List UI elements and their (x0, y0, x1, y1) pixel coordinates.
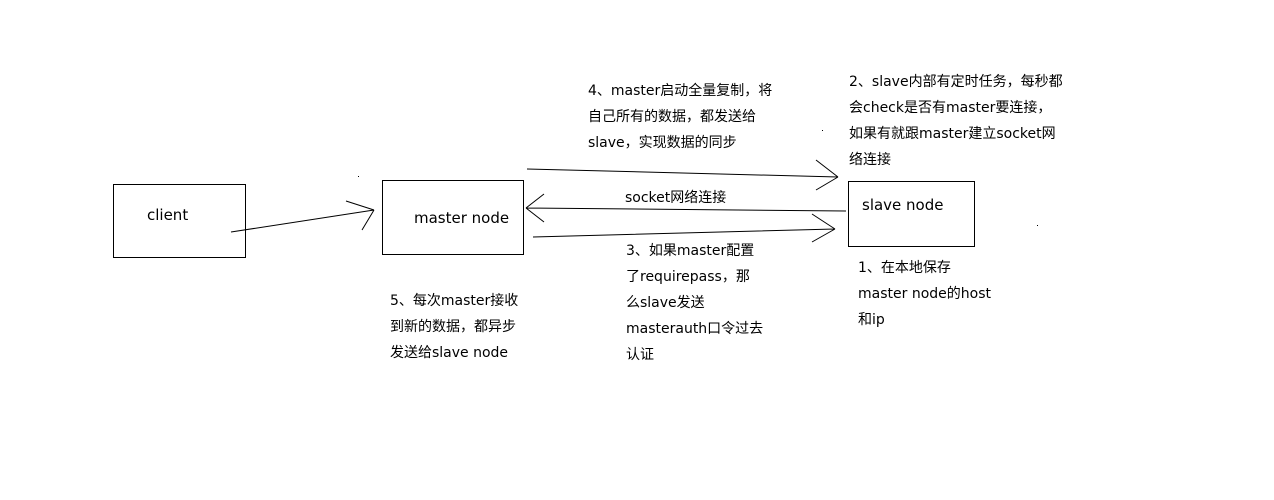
stray-dot (1037, 225, 1038, 226)
master-node-box (382, 180, 524, 255)
master-node-label: master node (414, 209, 510, 227)
arrow-master-to-slave-auth (532, 213, 836, 243)
client-label: client (147, 206, 189, 224)
arrow-master-to-slave-replication (526, 159, 839, 191)
arrow-client-to-master (230, 200, 375, 233)
note-step-4: 4、master启动全量复制，将 自己所有的数据，都发送给 slave，实现数据… (588, 83, 773, 151)
slave-node-box (848, 181, 975, 247)
note-step-1: 1、在本地保存 master node的host 和ip (858, 260, 991, 328)
stray-dot (822, 130, 823, 131)
note-step-5: 5、每次master接收 到新的数据，都异步 发送给slave node (390, 293, 519, 361)
stray-dot (358, 176, 359, 177)
client-box (113, 184, 246, 258)
arrow-slave-to-master-socket (525, 193, 847, 223)
socket-connection-label: socket网络连接 (625, 190, 727, 206)
slave-node-label: slave node (862, 196, 944, 214)
note-step-3: 3、如果master配置 了requirepass，那 么slave发送 mas… (626, 243, 764, 363)
note-step-2: 2、slave内部有定时任务，每秒都 会check是否有master要连接， 如… (849, 74, 1063, 168)
